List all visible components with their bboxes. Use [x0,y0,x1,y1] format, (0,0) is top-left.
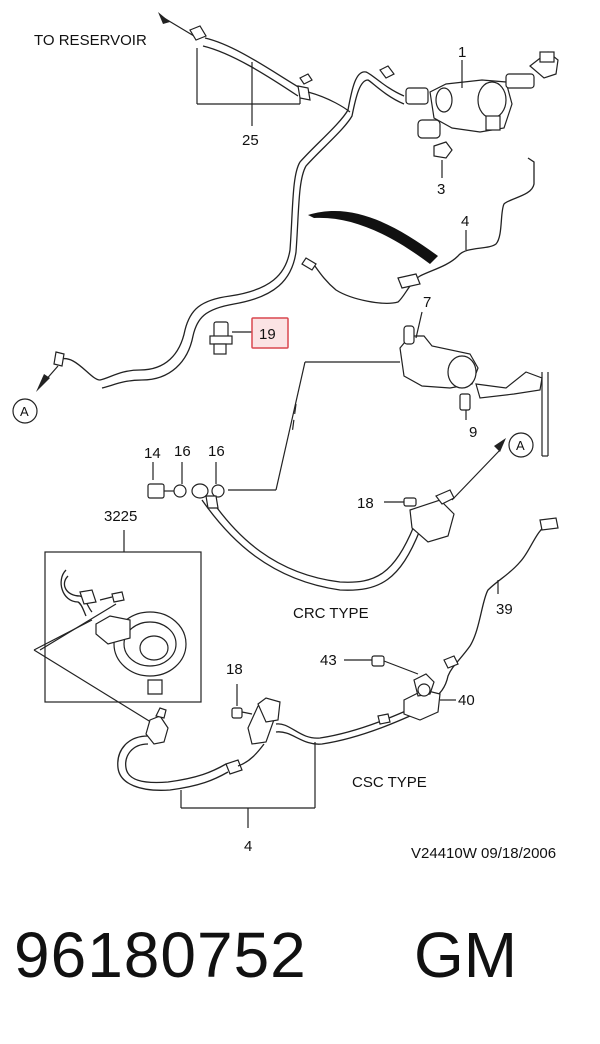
callout-40: 40 [458,692,475,709]
callout-1: 1 [458,44,466,61]
main-pipe [36,65,405,392]
callout-18-upper: 18 [357,495,374,512]
bleed-screw-19 [209,321,252,355]
marker-a-left [12,398,38,424]
callout-16-second: 16 [208,443,225,460]
crc-leader [228,361,400,491]
part-number: 96180752 [14,919,307,991]
callout-3: 3 [437,181,445,198]
reservoir-hose [158,12,351,113]
hydraulic-clutch-diagram: TO RESERVOIR 1 25 3 4 19 7 9 A A 14 16 1… [12,12,559,862]
callout-4-lower: 4 [244,838,252,855]
crc-hose [201,438,506,591]
callout-43: 43 [320,652,337,669]
diagram-code: V24410W 09/18/2006 [411,845,556,862]
nut-3 [433,141,453,178]
csc-bracket-18 [231,684,281,745]
callout-25: 25 [242,132,259,149]
marker-a-left-text: A [20,404,29,419]
csc-box-leaders [33,603,155,725]
pipe-4-upper [301,157,535,304]
label-to-reservoir: TO RESERVOIR [34,32,147,49]
csc-assembly-box [44,530,202,703]
label-csc-type: CSC TYPE [352,774,427,791]
callout-18-lower: 18 [226,661,243,678]
callout-4-upper: 4 [461,213,469,230]
label-crc-type: CRC TYPE [293,605,369,622]
callout-14: 14 [144,445,161,462]
csc-pipe-39 [275,517,559,745]
marker-a-right-text: A [516,438,525,453]
product-footer: 96180752 GM [0,905,600,1015]
slave-cylinder-crc [399,311,549,457]
csc-fitting-40-43 [344,655,456,721]
csc-hose [117,707,316,828]
callout-19: 19 [259,326,276,343]
callout-3225: 3225 [104,508,137,525]
callout-9: 9 [469,424,477,441]
brand-name: GM [414,919,518,991]
highlight-box-19 [251,317,289,349]
callout-25-bracket [196,48,301,126]
master-cylinder [405,51,559,139]
marker-a-right [508,432,534,458]
fittings-14-16 [147,462,225,499]
callout-16-first: 16 [174,443,191,460]
callout-39: 39 [496,601,513,618]
callout-7: 7 [423,294,431,311]
